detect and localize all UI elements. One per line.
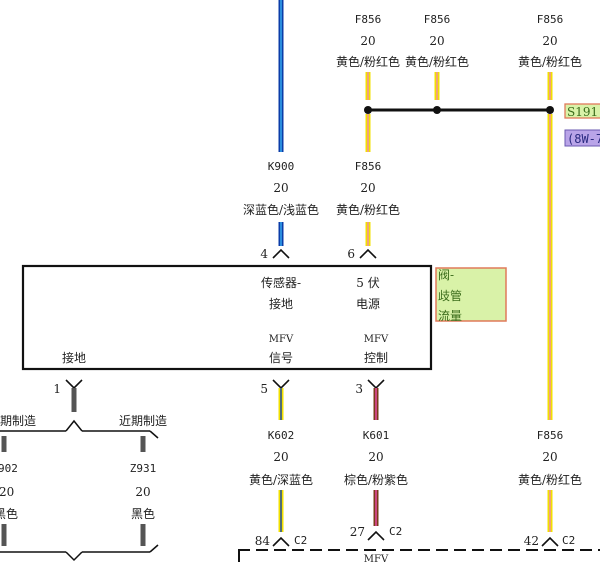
wire-k900-color: 深蓝色/浅蓝色 — [243, 203, 319, 217]
component-box[interactable] — [21, 264, 433, 371]
pin-1-label: 1 — [53, 382, 61, 396]
splice-ref-tag[interactable] — [564, 129, 600, 147]
top-wire-2-gauge: 20 — [429, 34, 444, 48]
pin-label-5v-2: 电源 — [356, 297, 380, 311]
splice-label: S191 — [567, 105, 598, 119]
component-name-tag[interactable] — [435, 267, 507, 322]
ground-wire-2-code: Z931 — [130, 462, 157, 475]
module-boundary — [238, 549, 600, 562]
wire-k900-code: K900 — [268, 160, 295, 173]
top-wire-1-color: 黄色/粉红色 — [336, 54, 400, 69]
ground-wire-1-color: 黑色 — [0, 507, 18, 521]
bottom-module-label: MFV — [364, 554, 389, 562]
pin-label-mfv-control-1: MFV — [364, 334, 389, 345]
component-name-2: 歧管 — [438, 288, 462, 303]
pin-label-mfv-signal-2: 信号 — [269, 351, 293, 365]
wire-k602-code: K602 — [268, 429, 295, 442]
top-wire-1-gauge: 20 — [360, 34, 375, 48]
splice-bus — [364, 106, 554, 114]
wire-k900-gauge: 20 — [273, 181, 288, 195]
wire-f856-lower-color: 黄色/粉红色 — [518, 472, 582, 487]
cavity-27-label: 27 — [350, 525, 365, 539]
cavity-27-connector: C2 — [389, 525, 402, 538]
wire-k602-gauge: 20 — [273, 450, 288, 464]
ground-wire-stubs — [1, 436, 146, 546]
top-wire-stubs — [365, 72, 553, 100]
ground-wire-1-gauge: 20 — [0, 485, 14, 499]
top-wire-2-color: 黄色/粉红色 — [405, 54, 469, 69]
wire-k601-code: K601 — [363, 429, 390, 442]
top-wire-1-code: F856 — [355, 13, 382, 26]
pin-6-marker[interactable] — [359, 248, 377, 259]
pin-6-label: 6 — [347, 247, 355, 261]
top-wire-3-color: 黄色/粉红色 — [518, 54, 582, 69]
splice-tag[interactable] — [564, 103, 600, 119]
top-wire-3-code: F856 — [537, 13, 564, 26]
pin-5-marker[interactable] — [272, 379, 290, 390]
pin-4-label: 4 — [260, 247, 268, 261]
ground-wire-2-gauge: 20 — [135, 485, 150, 499]
pin-4-marker[interactable] — [272, 248, 290, 259]
wire-f856-lower-code: F856 — [537, 429, 564, 442]
pin-label-mfv-signal-1: MFV — [269, 334, 294, 345]
build-option-right: 近期制造 — [119, 414, 167, 428]
component-name-1: 阀- — [438, 268, 454, 282]
cavity-84-marker[interactable] — [272, 536, 290, 547]
pin-5-label: 5 — [260, 382, 268, 396]
ground-wire-1-code: 902 — [0, 462, 18, 475]
cavity-42-label: 42 — [524, 534, 539, 548]
pin-label-ground: 接地 — [62, 350, 86, 365]
cavity-27-marker[interactable] — [367, 530, 385, 541]
splice-ref: (8W-7 — [567, 132, 600, 146]
pin-label-5v-1: 5 伏 — [356, 276, 379, 290]
cavity-84-label: 84 — [255, 534, 271, 548]
top-wire-2-code: F856 — [424, 13, 451, 26]
wire-f856-lower-gauge: 20 — [542, 450, 557, 464]
build-option-split — [0, 419, 159, 439]
build-option-left: 期制造 — [0, 414, 36, 428]
cavity-42-marker[interactable] — [541, 536, 559, 547]
pin-3-label: 3 — [355, 382, 363, 396]
ground-merge — [0, 544, 159, 562]
pin-label-sensor-ground-2: 接地 — [269, 296, 293, 311]
wire-k601-gauge: 20 — [368, 450, 383, 464]
top-wire-3-gauge: 20 — [542, 34, 557, 48]
wire-f856-gauge: 20 — [360, 181, 375, 195]
cavity-42-connector: C2 — [562, 534, 575, 547]
wire-k602-color: 黄色/深蓝色 — [249, 473, 313, 487]
cavity-84-connector: C2 — [294, 534, 307, 547]
wire-f856-color: 黄色/粉红色 — [336, 202, 400, 217]
pin-1-marker[interactable] — [65, 379, 83, 390]
wire-k601-color: 棕色/粉紫色 — [344, 472, 408, 487]
pin-label-sensor-ground-1: 传感器- — [261, 275, 301, 290]
wire-f856-code: F856 — [355, 160, 382, 173]
ground-wire-2-color: 黑色 — [131, 507, 155, 521]
component-name-3: 流量 — [438, 309, 462, 323]
pin-label-mfv-control-2: 控制 — [364, 351, 388, 365]
pin-3-marker[interactable] — [367, 379, 385, 390]
